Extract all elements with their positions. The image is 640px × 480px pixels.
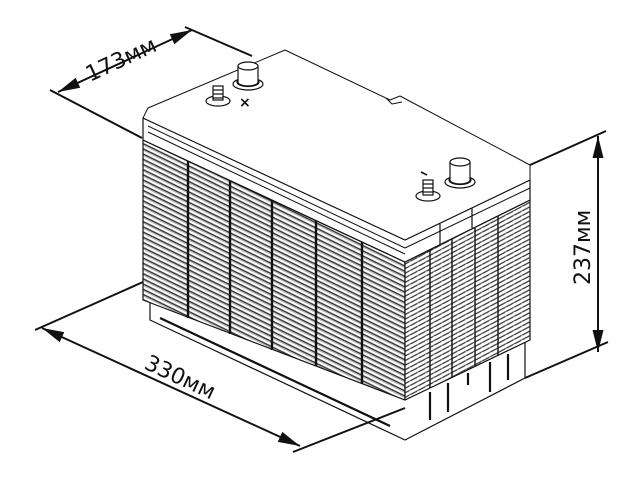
dimension-length-label: 330мм (140, 351, 219, 405)
terminal-left (232, 61, 264, 91)
terminal-left-marker: × (239, 95, 251, 111)
dimension-height-label: 237мм (571, 210, 596, 285)
terminal-left-bolt (205, 85, 231, 107)
terminal-right-bolt (415, 179, 441, 202)
dimension-length (34, 281, 406, 453)
terminal-right (444, 157, 476, 189)
dimension-height (524, 130, 609, 379)
dimension-width-label: 173мм (82, 33, 161, 87)
terminal-right-marker (420, 171, 428, 176)
battery (142, 49, 531, 441)
dimension-width (49, 26, 253, 139)
